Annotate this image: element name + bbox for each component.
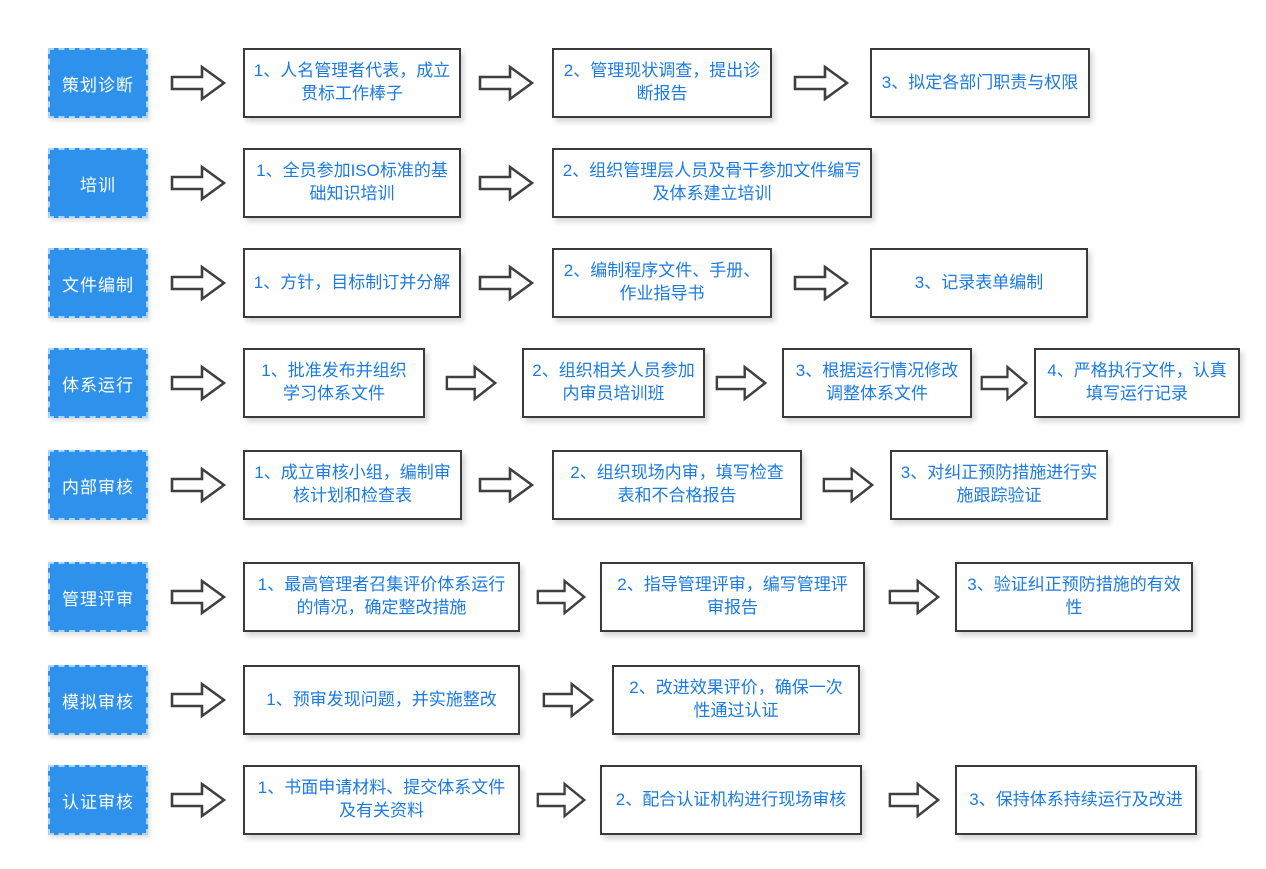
right-arrow-icon (478, 64, 534, 102)
right-arrow-icon (170, 264, 226, 302)
stage-label-certification-audit: 认证审核 (48, 765, 148, 835)
step-box: 2、管理现状调查，提出诊断报告 (552, 48, 772, 118)
step-box: 3、对纠正预防措施进行实施跟踪验证 (890, 450, 1108, 520)
step-box: 2、配合认证机构进行现场审核 (600, 765, 862, 835)
stage-label-training: 培训 (48, 148, 148, 218)
step-box: 1、批准发布并组织学习体系文件 (243, 348, 425, 418)
right-arrow-icon (170, 781, 226, 819)
right-arrow-icon (478, 466, 534, 504)
step-box: 2、编制程序文件、手册、作业指导书 (552, 248, 772, 318)
right-arrow-icon (715, 364, 767, 402)
step-box: 2、组织管理层人员及骨干参加文件编写及体系建立培训 (552, 148, 872, 218)
right-arrow-icon (170, 64, 226, 102)
right-arrow-icon (170, 466, 226, 504)
stage-label-management-review: 管理评审 (48, 562, 148, 632)
step-box: 2、组织现场内审，填写检查表和不合格报告 (552, 450, 802, 520)
step-box: 2、组织相关人员参加内审员培训班 (522, 348, 705, 418)
right-arrow-icon (793, 264, 849, 302)
right-arrow-icon (536, 781, 586, 819)
right-arrow-icon (888, 781, 940, 819)
right-arrow-icon (170, 364, 226, 402)
step-box: 3、拟定各部门职责与权限 (870, 48, 1090, 118)
right-arrow-icon (888, 578, 940, 616)
step-box: 1、成立审核小组，编制审核计划和检查表 (243, 450, 462, 520)
step-box: 2、改进效果评价，确保一次性通过认证 (612, 665, 860, 735)
step-box: 2、指导管理评审，编写管理评审报告 (600, 562, 865, 632)
right-arrow-icon (170, 578, 226, 616)
step-box: 1、最高管理者召集评价体系运行的情况，确定整改措施 (243, 562, 520, 632)
stage-label-internal-audit: 内部审核 (48, 450, 148, 520)
stage-label-mock-audit: 模拟审核 (48, 665, 148, 735)
step-box: 3、记录表单编制 (870, 248, 1088, 318)
step-box: 4、严格执行文件，认真填写运行记录 (1034, 348, 1240, 418)
right-arrow-icon (542, 681, 594, 719)
step-box: 1、全员参加ISO标准的基础知识培训 (243, 148, 461, 218)
right-arrow-icon (170, 681, 226, 719)
right-arrow-icon (170, 164, 226, 202)
step-box: 3、根据运行情况修改调整体系文件 (782, 348, 972, 418)
stage-label-document-compilation: 文件编制 (48, 248, 148, 318)
right-arrow-icon (980, 364, 1028, 402)
right-arrow-icon (822, 466, 874, 504)
stage-label-planning-diagnosis: 策划诊断 (48, 48, 148, 118)
step-box: 1、预审发现问题，并实施整改 (243, 665, 520, 735)
right-arrow-icon (478, 164, 534, 202)
step-box: 1、人名管理者代表，成立贯标工作棒子 (243, 48, 461, 118)
stage-label-system-operation: 体系运行 (48, 348, 148, 418)
right-arrow-icon (536, 578, 586, 616)
step-box: 3、验证纠正预防措施的有效性 (955, 562, 1193, 632)
step-box: 1、方针，目标制订并分解 (243, 248, 461, 318)
right-arrow-icon (478, 264, 534, 302)
right-arrow-icon (445, 364, 497, 402)
step-box: 1、书面申请材料、提交体系文件及有关资料 (243, 765, 520, 835)
step-box: 3、保持体系持续运行及改进 (955, 765, 1197, 835)
right-arrow-icon (793, 64, 849, 102)
